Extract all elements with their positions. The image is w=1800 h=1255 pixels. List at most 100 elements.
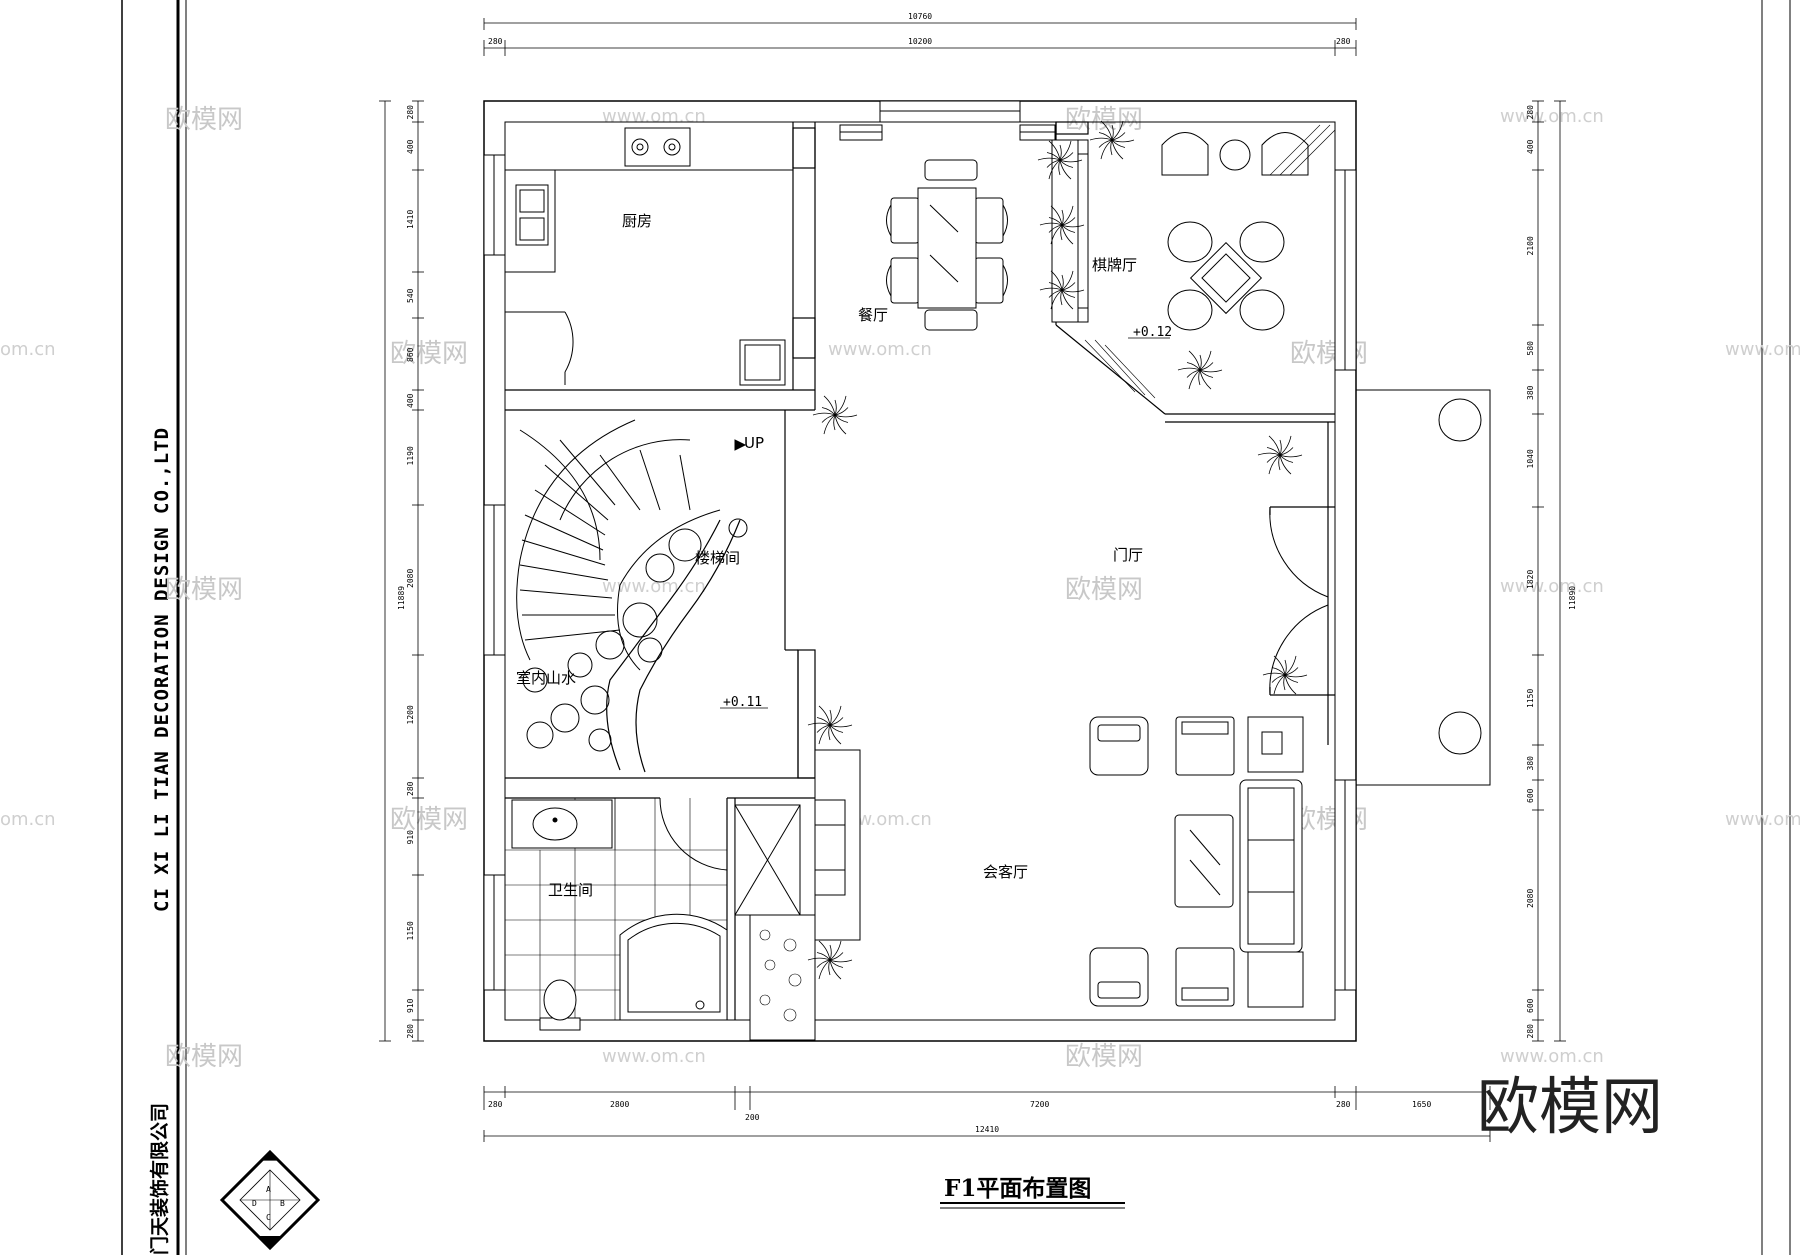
dimension-label: 380	[1526, 756, 1535, 771]
toilet	[543, 979, 577, 1021]
level-mark-chess: +0.12	[1133, 325, 1172, 340]
svg-text:om.cn: om.cn	[0, 339, 56, 360]
dimension-label: 580	[1526, 341, 1535, 356]
cooktop	[624, 127, 691, 167]
windows	[483, 100, 1357, 991]
room-label-living-room: 会客厅	[983, 863, 1028, 881]
dimension-label: 280	[1526, 105, 1535, 120]
rockery	[749, 914, 816, 1041]
bathroom-fixtures	[505, 798, 728, 1031]
plant-icon	[1257, 435, 1303, 475]
service-column	[734, 749, 861, 1041]
dimension-label: 860	[406, 347, 415, 362]
kitchen-fixtures	[505, 127, 793, 386]
room-label-foyer: 门厅	[1113, 546, 1143, 564]
stream-path	[606, 519, 721, 771]
dimension-texts: 10760 10200 280 280 280 2800 200 7200 28…	[397, 12, 1577, 1134]
dimension-label: 380	[1526, 385, 1535, 400]
level-mark-stair: +0.11	[723, 695, 762, 710]
fridge	[739, 339, 786, 386]
svg-text:www.om.cn: www.om.cn	[1725, 809, 1800, 830]
dimension-label: 1410	[406, 210, 415, 229]
room-label-indoor-landscape: 室内山水	[516, 669, 576, 687]
porch-column-bottom	[1438, 711, 1482, 755]
dimension-label: 1150	[406, 921, 415, 940]
dining-set	[839, 124, 1056, 331]
svg-text:A: A	[266, 1185, 271, 1194]
svg-text:欧模网: 欧模网	[1065, 575, 1143, 605]
room-label-kitchen: 厨房	[622, 212, 652, 230]
spiral-stair	[516, 419, 748, 773]
dimension-label: 540	[406, 288, 415, 303]
svg-text:www.om.cn: www.om.cn	[602, 106, 706, 127]
dimension-label: 400	[406, 139, 415, 154]
left-dimension-ticks: 2804001410540860400119020801200280910115…	[406, 100, 424, 1042]
right-dimension-ticks: 2804002100580380104018201150380600208060…	[1526, 100, 1544, 1042]
doors	[505, 311, 1329, 871]
dim-bottom-2: 200	[745, 1113, 760, 1122]
plant-icon	[1177, 350, 1223, 390]
svg-text:C: C	[266, 1213, 271, 1222]
chess-room-furniture	[1084, 124, 1336, 399]
svg-text:欧模网: 欧模网	[1065, 1042, 1143, 1072]
dim-bottom-overall: 12410	[975, 1125, 999, 1134]
room-label-stairwell: 楼梯间	[695, 549, 740, 567]
plant-icon	[807, 940, 853, 980]
svg-text:B: B	[280, 1199, 285, 1208]
plants	[807, 120, 1308, 980]
plant-icon	[1039, 270, 1085, 310]
svg-text:欧模网: 欧模网	[390, 339, 468, 369]
dimension-label: 280	[406, 781, 415, 796]
dim-bottom-1: 2800	[610, 1100, 629, 1109]
svg-text:欧模网: 欧模网	[165, 105, 243, 135]
svg-text:om.cn: om.cn	[0, 809, 56, 830]
dim-bottom-4: 280	[1336, 1100, 1351, 1109]
living-room-furniture	[1089, 716, 1304, 1008]
dimension-label: 910	[406, 830, 415, 845]
sheet-frame	[121, 0, 1791, 1255]
drawing-title: F1平面布置图	[944, 1175, 1091, 1202]
dimension-label: 600	[1526, 998, 1535, 1013]
stair-up-label: UP	[744, 434, 764, 452]
compass-symbol: A B C D	[219, 1149, 321, 1251]
plant-icon	[812, 395, 858, 435]
dimension-label: 2080	[406, 569, 415, 588]
side-table	[1247, 951, 1304, 1008]
room-label-dining: 餐厅	[858, 306, 888, 324]
company-name-en: CI XI LI TIAN DECORATION DESIGN CO.,LTD	[151, 427, 173, 912]
dimension-label: 1820	[1526, 570, 1535, 589]
dim-top-overall: 10760	[908, 12, 932, 21]
dim-left-overall: 11889	[397, 586, 406, 610]
svg-text:欧模网: 欧模网	[165, 1042, 243, 1072]
svg-text:欧模网: 欧模网	[390, 805, 468, 835]
dimension-label: 1150	[1526, 689, 1535, 708]
kitchen-sink	[515, 184, 549, 246]
dim-top-right: 280	[1336, 37, 1351, 46]
plant-icon	[807, 705, 853, 745]
plant-icon	[1089, 120, 1135, 160]
dimension-label: 1190	[406, 446, 415, 465]
dim-top-left: 280	[488, 37, 503, 46]
svg-text:www.om.cn: www.om.cn	[1725, 339, 1800, 360]
dimension-label: 280	[406, 105, 415, 120]
porch	[1355, 389, 1491, 786]
dim-top-inner: 10200	[908, 37, 932, 46]
dimension-label: 2080	[1526, 889, 1535, 908]
dimension-label: 400	[1526, 139, 1535, 154]
dimension-label: 910	[406, 998, 415, 1013]
brand-logo: 欧模网	[1477, 1070, 1663, 1143]
dimension-label: 280	[406, 1024, 415, 1039]
room-label-bathroom: 卫生间	[548, 881, 593, 899]
washbasin	[532, 807, 578, 841]
svg-text:www.om.cn: www.om.cn	[602, 1046, 706, 1067]
svg-text:www.om.cn: www.om.cn	[1500, 106, 1604, 127]
plant-icon	[1037, 140, 1083, 180]
dimension-label: 1200	[406, 705, 415, 724]
dimension-lines	[379, 18, 1566, 1142]
plant-icon	[1039, 205, 1085, 245]
dim-bottom-3: 7200	[1030, 1100, 1049, 1109]
dimension-label: 1040	[1526, 449, 1535, 468]
dim-bottom-0: 280	[488, 1100, 503, 1109]
room-label-chess-room: 棋牌厅	[1092, 256, 1137, 274]
